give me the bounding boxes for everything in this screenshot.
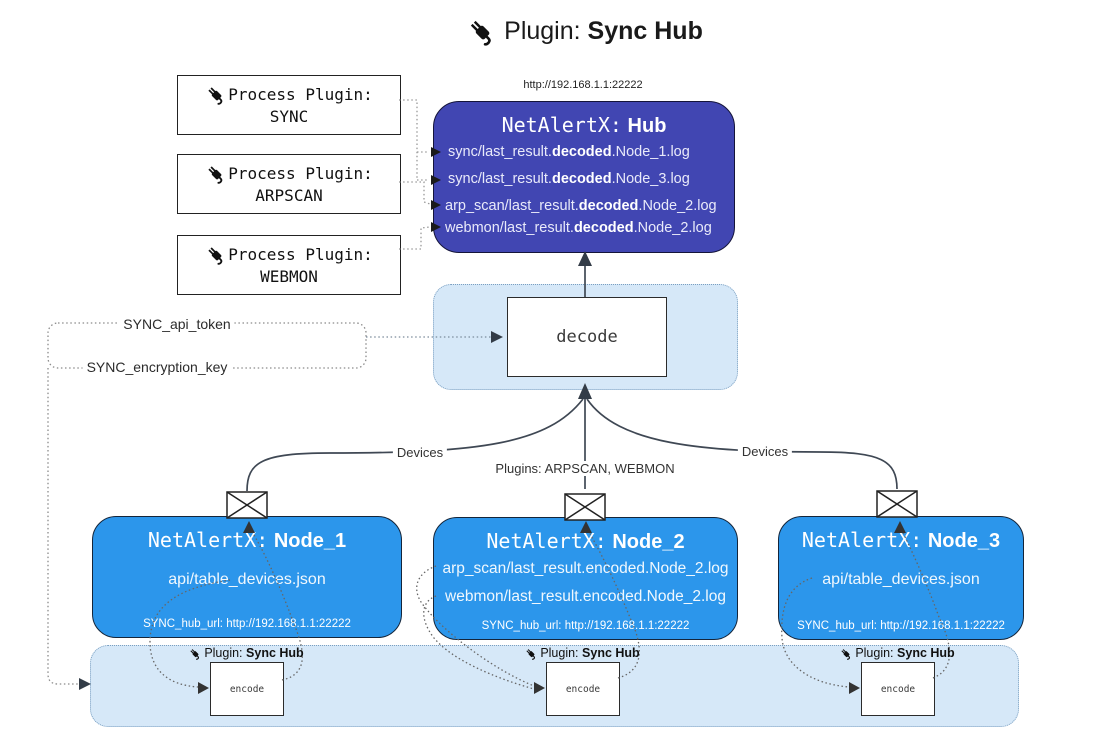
netalertx-hub-box: NetAlertX: Hub sync/last_result.decoded.…	[433, 101, 735, 253]
process-plugin-webmon-box: Process Plugin: WEBMON	[177, 235, 401, 295]
encode-label: encode	[565, 683, 601, 695]
plug-icon	[205, 244, 226, 265]
process-plugin-name: ARPSCAN	[255, 186, 323, 205]
node-file: api/table_devices.json	[822, 571, 980, 588]
hub-log-line: webmon/last_result.decoded.Node_2.log	[445, 220, 712, 236]
hub-log-line: sync/last_result.decoded.Node_1.log	[448, 144, 690, 160]
node-hub-url: SYNC_hub_url: http://192.168.1.1:22222	[143, 618, 351, 630]
encode-box-node1: encode	[210, 662, 284, 716]
process-plugin-arpscan-box: Process Plugin: ARPSCAN	[177, 154, 401, 214]
decode-box: decode	[507, 297, 667, 377]
process-plugin-name: SYNC	[269, 107, 309, 126]
node-title: NetAlertX: Node_3	[801, 528, 1001, 552]
decode-label: decode	[556, 327, 618, 347]
node-file: api/table_devices.json	[168, 571, 326, 588]
encode-label: encode	[229, 683, 265, 695]
node-hub-url: SYNC_hub_url: http://192.168.1.1:22222	[797, 620, 1005, 632]
hub-log-line: arp_scan/last_result.decoded.Node_2.log	[445, 198, 717, 214]
hub-log-line: sync/last_result.decoded.Node_3.log	[448, 171, 690, 187]
plug-icon	[205, 84, 226, 105]
encode-box-node3: encode	[861, 662, 935, 716]
encode-box-node2: encode	[546, 662, 620, 716]
process-plugin-label: Process Plugin:	[228, 85, 373, 104]
node-file: arp_scan/last_result.encoded.Node_2.log	[442, 560, 729, 577]
process-plugin-sync-box: Process Plugin: SYNC	[177, 75, 401, 135]
netalertx-node3-box: NetAlertX: Node_3 api/table_devices.json…	[778, 516, 1024, 640]
diagram-title-text: Plugin: Sync Hub	[504, 16, 703, 45]
diagram-title: Plugin: Sync Hub	[52, 16, 1117, 46]
node-hub-url: SYNC_hub_url: http://192.168.1.1:22222	[481, 620, 690, 632]
hub-title: NetAlertX: Hub	[501, 113, 667, 137]
process-plugin-label: Process Plugin:	[228, 164, 373, 183]
node-file: webmon/last_result.encoded.Node_2.log	[445, 588, 726, 605]
node-title: NetAlertX: Node_2	[486, 529, 685, 553]
node-title: NetAlertX: Node_1	[147, 528, 347, 552]
process-plugin-name: WEBMON	[260, 267, 318, 286]
netalertx-node2-box: NetAlertX: Node_2 arp_scan/last_result.e…	[433, 517, 738, 640]
encode-label: encode	[880, 683, 916, 695]
plug-icon	[205, 163, 226, 184]
process-plugin-label: Process Plugin:	[228, 245, 373, 264]
netalertx-node1-box: NetAlertX: Node_1 api/table_devices.json…	[92, 516, 402, 638]
plug-icon	[466, 16, 496, 46]
